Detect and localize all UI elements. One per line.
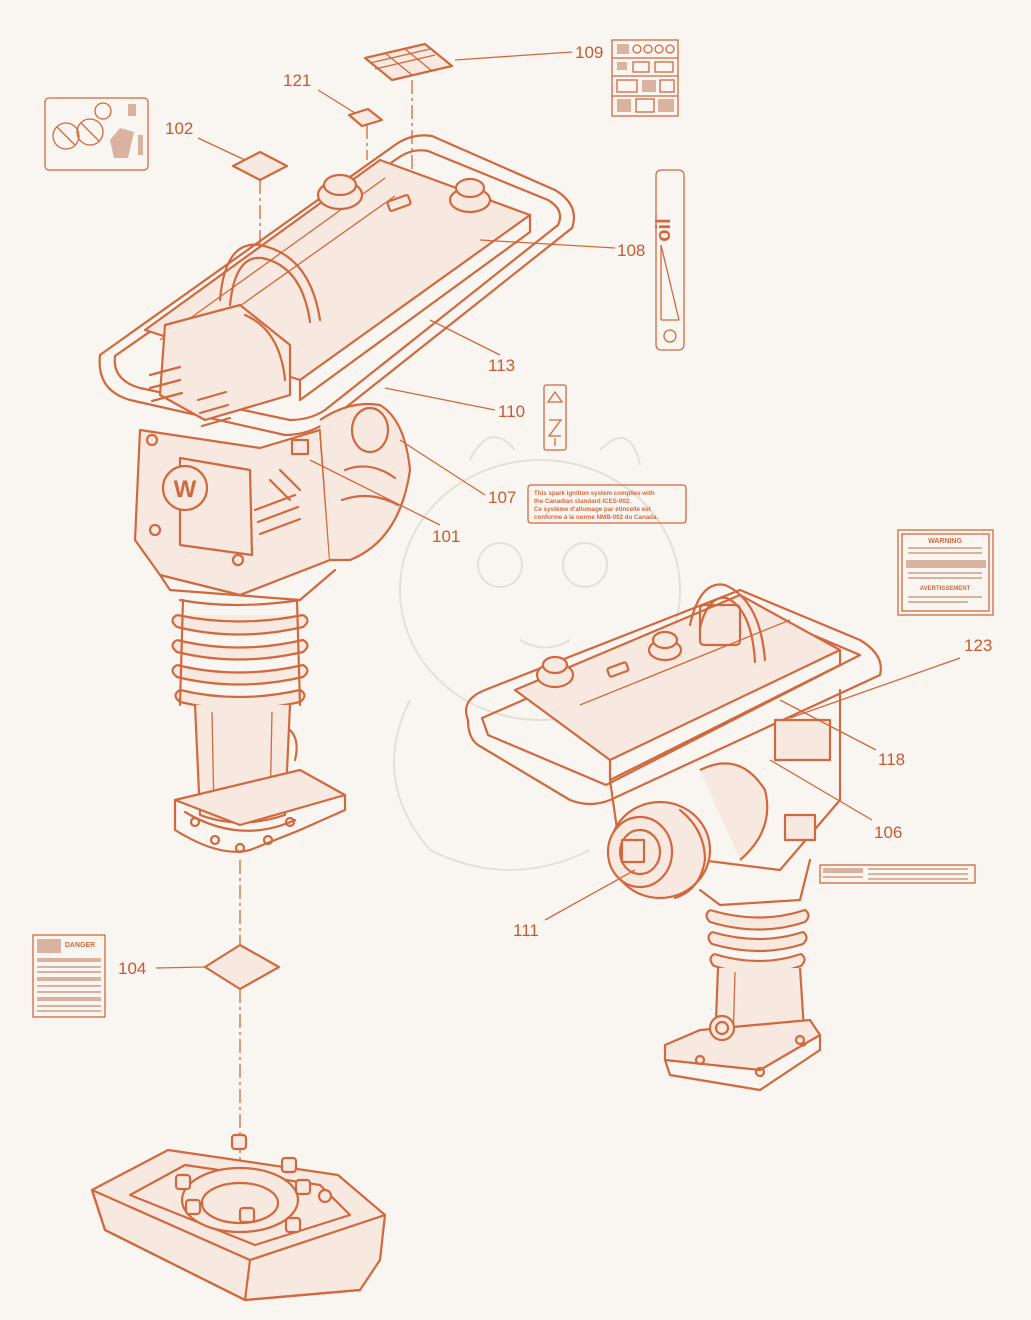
brand-logo-front: W (174, 476, 197, 503)
callout-101: 101 (432, 527, 460, 546)
recoil-starter (606, 800, 712, 900)
shoe-plate (90, 1133, 387, 1302)
decal-106-thumbnail (819, 864, 976, 884)
callout-107: 107 (488, 488, 516, 507)
decal-109-grid (363, 42, 454, 82)
decal-123-heading1: WARNING (928, 538, 962, 545)
svg-text:oil: oil (653, 218, 675, 241)
callout-108: 108 (617, 241, 645, 260)
callout-111: 111 (513, 921, 539, 940)
decal-104-heading: DANGER (65, 942, 95, 949)
callout-123: 123 (964, 636, 992, 655)
decal-104-shape (203, 943, 281, 991)
callout-113: 113 (488, 356, 515, 375)
watermark-mascot (393, 436, 681, 871)
callout-106: 106 (874, 823, 902, 842)
decal-121-shape (347, 107, 384, 128)
rammer-front-view: W (98, 134, 576, 854)
decal-104-thumbnail: DANGER (32, 934, 106, 1018)
decal-107-line4: conforme à la norme NMB-002 du Canada. (534, 514, 658, 521)
callout-102: 102 (165, 119, 193, 138)
callout-110: 110 (498, 402, 525, 421)
decal-123-thumbnail: WARNING AVERTISSEMENT (897, 529, 994, 616)
leader-lines (155, 51, 961, 969)
decal-110-thumbnail (543, 384, 567, 451)
callout-118: 118 (878, 750, 905, 769)
callout-104: 104 (118, 959, 146, 978)
callout-labels: 109 121 102 108 113 110 107 101 123 118 … (118, 43, 992, 978)
decal-107-line2: the Canadian standard ICES-002. (534, 498, 631, 505)
callout-109: 109 (575, 43, 603, 62)
bellows-front (171, 598, 309, 711)
bellows-rear (705, 908, 810, 975)
decal-107-line3: Ce système d'allumage par étincelle est (534, 506, 651, 513)
decal-108-thumbnail: oil (653, 169, 685, 351)
decal-123-heading2: AVERTISSEMENT (920, 586, 971, 592)
shoe-plate-bolts (174, 1133, 333, 1234)
rammer-rear-view (464, 583, 882, 1092)
decal-109-thumbnail (611, 39, 679, 117)
callout-121: 121 (283, 71, 311, 90)
decal-107: This spark ignition system complies with… (527, 484, 687, 524)
decal-102-shape (231, 150, 289, 182)
decal-107-line1: This spark ignition system complies with (534, 490, 655, 497)
decal-102-thumbnail (44, 97, 149, 171)
